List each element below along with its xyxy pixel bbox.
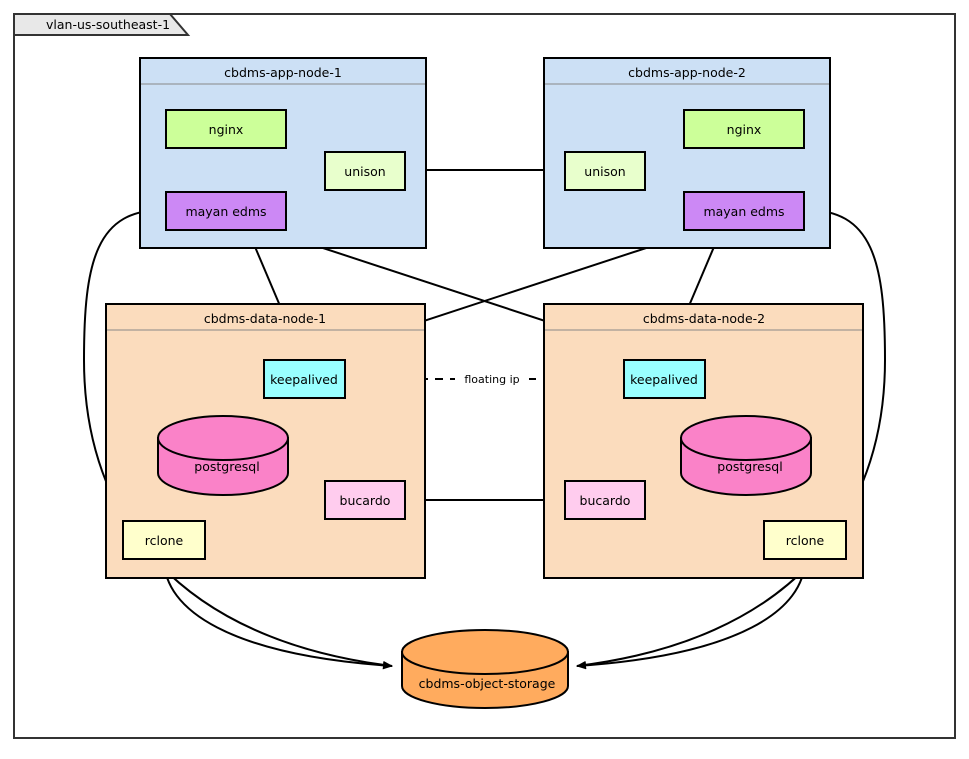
floating-ip-label-bg	[455, 370, 529, 388]
node-rclone-2-box	[763, 520, 847, 560]
node-keepalived-2[interactable]: keepalived	[623, 359, 706, 399]
node-unison-2-label: unison	[584, 164, 625, 179]
node-rclone-2-label: rclone	[786, 533, 825, 548]
node-rclone-1-label: rclone	[145, 533, 184, 548]
node-keepalived-1-box	[263, 359, 346, 399]
node-mayan-edms-1[interactable]: mayan edms	[165, 191, 287, 231]
node-postgresql-1[interactable]: postgresql	[157, 415, 289, 496]
node-object-storage-top	[401, 629, 569, 675]
node-bucardo-1-label: bucardo	[340, 493, 391, 508]
node-mayan-edms-2-label: mayan edms	[703, 204, 784, 219]
node-object-storage-label: cbdms-object-storage	[419, 676, 556, 691]
node-nginx-2-label: nginx	[727, 122, 762, 137]
node-postgresql-2-label: postgresql	[717, 459, 782, 474]
node-bucardo-2-label: bucardo	[580, 493, 631, 508]
node-mayan-edms-2[interactable]: mayan edms	[683, 191, 805, 231]
container-data-node-2-title: cbdms-data-node-2	[643, 311, 765, 326]
node-postgresql-2-top	[680, 415, 812, 461]
node-bucardo-1-box	[324, 480, 406, 520]
node-postgresql-2[interactable]: postgresql	[680, 415, 812, 496]
node-keepalived-2-label: keepalived	[630, 372, 698, 387]
container-app-node-2-title: cbdms-app-node-2	[628, 65, 746, 80]
node-keepalived-2-box	[623, 359, 706, 399]
vlan-zone-label: vlan-us-southeast-1	[46, 17, 170, 32]
node-bucardo-1[interactable]: bucardo	[324, 480, 406, 520]
node-mayan-edms-1-box	[165, 191, 287, 231]
node-object-storage[interactable]: cbdms-object-storage	[401, 629, 569, 709]
node-unison-2-box	[564, 151, 646, 191]
node-unison-1-label: unison	[344, 164, 385, 179]
node-keepalived-1[interactable]: keepalived	[263, 359, 346, 399]
container-data-node-1-title: cbdms-data-node-1	[204, 311, 326, 326]
node-bucardo-2[interactable]: bucardo	[564, 480, 646, 520]
node-unison-1-box	[324, 151, 406, 191]
node-mayan-edms-2-box	[683, 191, 805, 231]
node-nginx-2-box	[683, 109, 805, 149]
container-app-node-1-title: cbdms-app-node-1	[224, 65, 342, 80]
node-nginx-1-box	[165, 109, 287, 149]
node-nginx-1[interactable]: nginx	[165, 109, 287, 149]
vlan-zone-tab	[13, 13, 191, 36]
link-mayan2-object-storage	[576, 208, 887, 669]
node-postgresql-1-top	[157, 415, 289, 461]
node-mayan-edms-1-label: mayan edms	[185, 204, 266, 219]
floating-ip-label: floating ip	[464, 373, 519, 386]
node-rclone-1-box	[122, 520, 206, 560]
node-bucardo-2-box	[564, 480, 646, 520]
node-keepalived-1-label: keepalived	[270, 372, 338, 387]
node-unison-2[interactable]: unison	[564, 151, 646, 191]
node-unison-1[interactable]: unison	[324, 151, 406, 191]
node-nginx-2[interactable]: nginx	[683, 109, 805, 149]
node-nginx-1-label: nginx	[209, 122, 244, 137]
link-mayan1-object-storage	[82, 208, 393, 669]
node-postgresql-1-label: postgresql	[194, 459, 259, 474]
node-rclone-1[interactable]: rclone	[122, 520, 206, 560]
node-rclone-2[interactable]: rclone	[763, 520, 847, 560]
